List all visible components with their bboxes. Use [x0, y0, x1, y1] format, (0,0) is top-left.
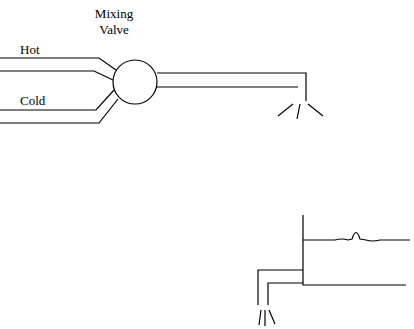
outlet-pipe: [157, 86, 298, 87]
outlet-pipe: [157, 73, 306, 101]
drain-spray: [259, 310, 275, 326]
hot-pipe: [0, 58, 116, 70]
valve-label: Mixing Valve: [89, 6, 139, 38]
drain-pipe: [258, 270, 303, 305]
tank-wall: [303, 215, 406, 285]
drain-pipe: [268, 283, 303, 305]
water-surface: [303, 233, 410, 242]
cold-pipe: [0, 99, 118, 123]
pipe-label: Cold: [20, 93, 45, 109]
cold-pipe: [0, 90, 114, 110]
hot-pipe: [0, 71, 113, 80]
mixing-valve: Mixing Valve: [89, 4, 181, 108]
pipe-label: Hot: [20, 42, 40, 58]
spray-lines: [278, 104, 323, 119]
